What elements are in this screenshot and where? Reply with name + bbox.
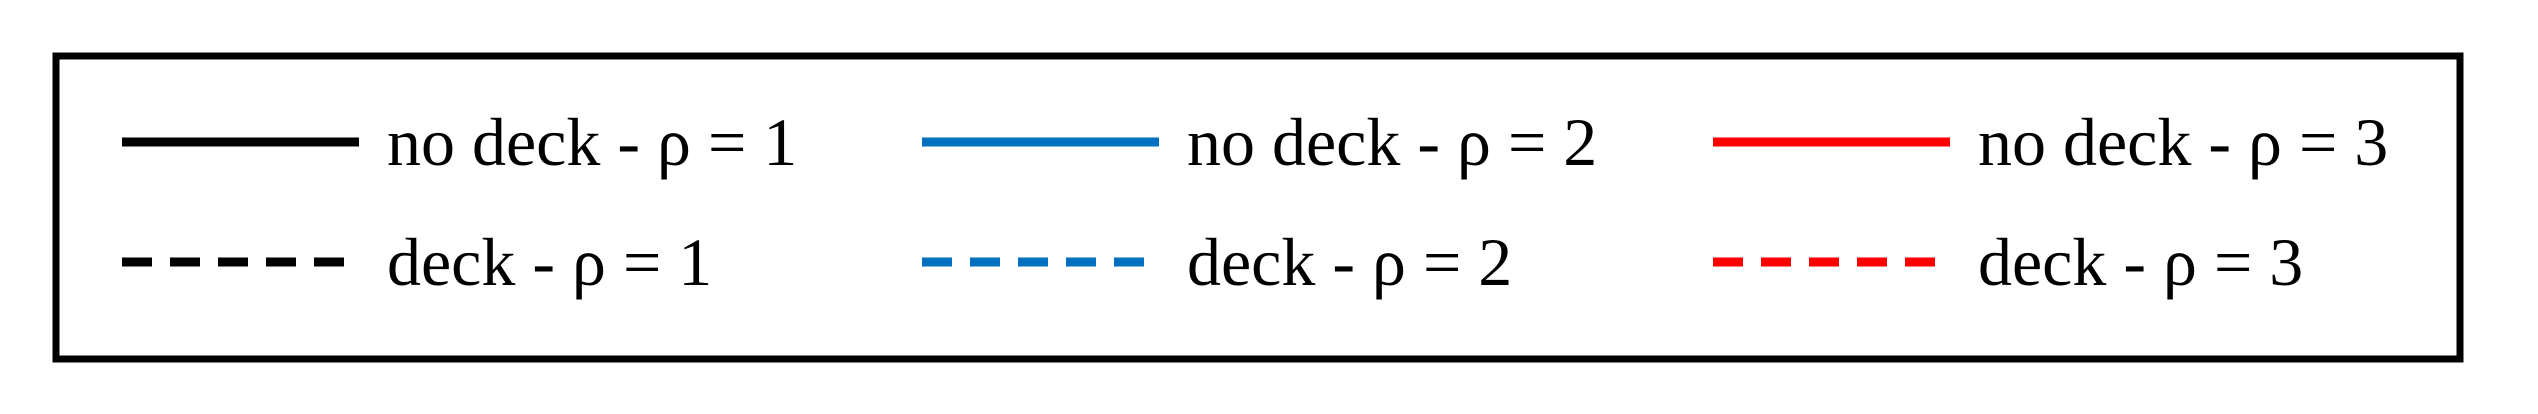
legend-entry-no-deck-rho-3: no deck - ρ = 3: [1713, 104, 2388, 180]
legend-label: no deck - ρ = 3: [1978, 104, 2388, 180]
legend-label: deck - ρ = 2: [1187, 224, 1512, 300]
legend-frame: [52, 52, 2464, 363]
legend-label: no deck - ρ = 2: [1187, 104, 1597, 180]
legend-label: deck - ρ = 1: [387, 224, 712, 300]
legend-label: no deck - ρ = 1: [387, 104, 797, 180]
legend-entry-no-deck-rho-1: no deck - ρ = 1: [122, 104, 797, 180]
legend-entry-deck-rho-2: deck - ρ = 2: [922, 224, 1512, 300]
legend-label: deck - ρ = 3: [1978, 224, 2303, 300]
legend-entry-deck-rho-1: deck - ρ = 1: [122, 224, 712, 300]
legend-entry-deck-rho-3: deck - ρ = 3: [1713, 224, 2303, 300]
legend-entry-no-deck-rho-2: no deck - ρ = 2: [922, 104, 1597, 180]
